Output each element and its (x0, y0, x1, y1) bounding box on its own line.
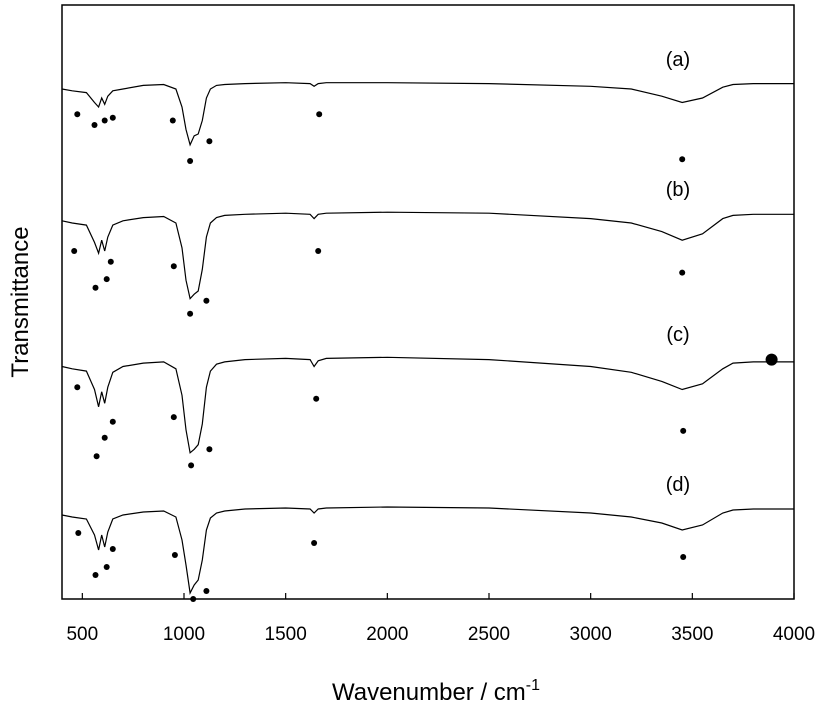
x-tick-label-3000: 3000 (570, 624, 612, 645)
band-marker-4-3 (103, 564, 110, 570)
band-marker-1-7 (206, 138, 213, 145)
band-marker-2-1 (71, 248, 78, 254)
panel-labels: (a) (b) (c) (d) (666, 49, 690, 496)
panel-label-a: (a) (666, 49, 690, 71)
band-marker-3-6 (188, 462, 195, 469)
band-marker-4-5 (171, 552, 178, 558)
band-marker-1-9 (679, 156, 686, 163)
x-tick-label-500: 500 (66, 624, 98, 645)
highlight-marker (765, 353, 778, 366)
band-marker-1-8 (316, 111, 323, 118)
band-marker-4-6 (190, 596, 197, 602)
band-marker-2-5 (170, 263, 177, 270)
band-marker-2-3 (103, 276, 110, 283)
band-marker-1-1 (74, 111, 81, 118)
spectrum-line-c (61, 356, 794, 454)
band-marker-2-6 (187, 310, 194, 317)
x-axis-ticks: 500 1000 1500 2000 2500 3000 3500 4000 (66, 593, 815, 645)
band-marker-2-7 (203, 297, 210, 304)
band-marker-3-8 (313, 395, 320, 402)
band-marker-3-4 (109, 418, 116, 425)
x-tick-label-2500: 2500 (468, 624, 510, 645)
band-marker-3-7 (206, 446, 213, 453)
band-markers (71, 111, 778, 602)
x-tick-label-1500: 1500 (265, 624, 307, 645)
x-axis-label-text: Wavenumber / cm (332, 679, 526, 706)
band-marker-1-2 (91, 122, 98, 128)
x-tick-label-4000: 4000 (773, 624, 815, 645)
spectrum-line-b (61, 211, 794, 300)
band-marker-1-6 (187, 158, 194, 164)
x-tick-label-2000: 2000 (366, 624, 408, 645)
band-marker-3-5 (170, 414, 177, 421)
band-marker-2-8 (315, 248, 322, 254)
band-marker-1-4 (109, 114, 116, 121)
band-marker-4-2 (92, 572, 99, 578)
band-marker-4-1 (75, 530, 82, 536)
y-axis-label: Transmittance (7, 226, 34, 377)
plot-frame (61, 4, 795, 600)
band-marker-4-7 (203, 588, 210, 594)
band-marker-3-2 (93, 453, 100, 460)
band-marker-1-5 (169, 117, 176, 124)
band-marker-4-8 (311, 540, 318, 546)
x-tick-label-1000: 1000 (163, 624, 205, 645)
band-marker-1-3 (101, 117, 108, 124)
x-axis-label: Wavenumber / cm-1 (332, 677, 540, 706)
band-marker-2-9 (679, 269, 686, 276)
panel-label-b: (b) (666, 179, 690, 201)
band-marker-4-4 (109, 546, 116, 552)
band-marker-3-1 (74, 384, 81, 391)
spectra (61, 82, 794, 595)
band-marker-2-2 (92, 284, 99, 291)
band-marker-3-9 (680, 427, 687, 434)
spectrum-line-d (61, 506, 794, 595)
x-axis-label-exponent: -1 (526, 677, 540, 694)
band-marker-3-3 (101, 434, 108, 441)
band-marker-2-4 (107, 258, 114, 265)
x-tick-label-3500: 3500 (671, 624, 713, 645)
panel-label-d: (d) (666, 474, 690, 496)
band-marker-4-9 (680, 554, 687, 560)
spectrum-line-a (61, 82, 794, 147)
panel-label-c: (c) (666, 324, 689, 346)
